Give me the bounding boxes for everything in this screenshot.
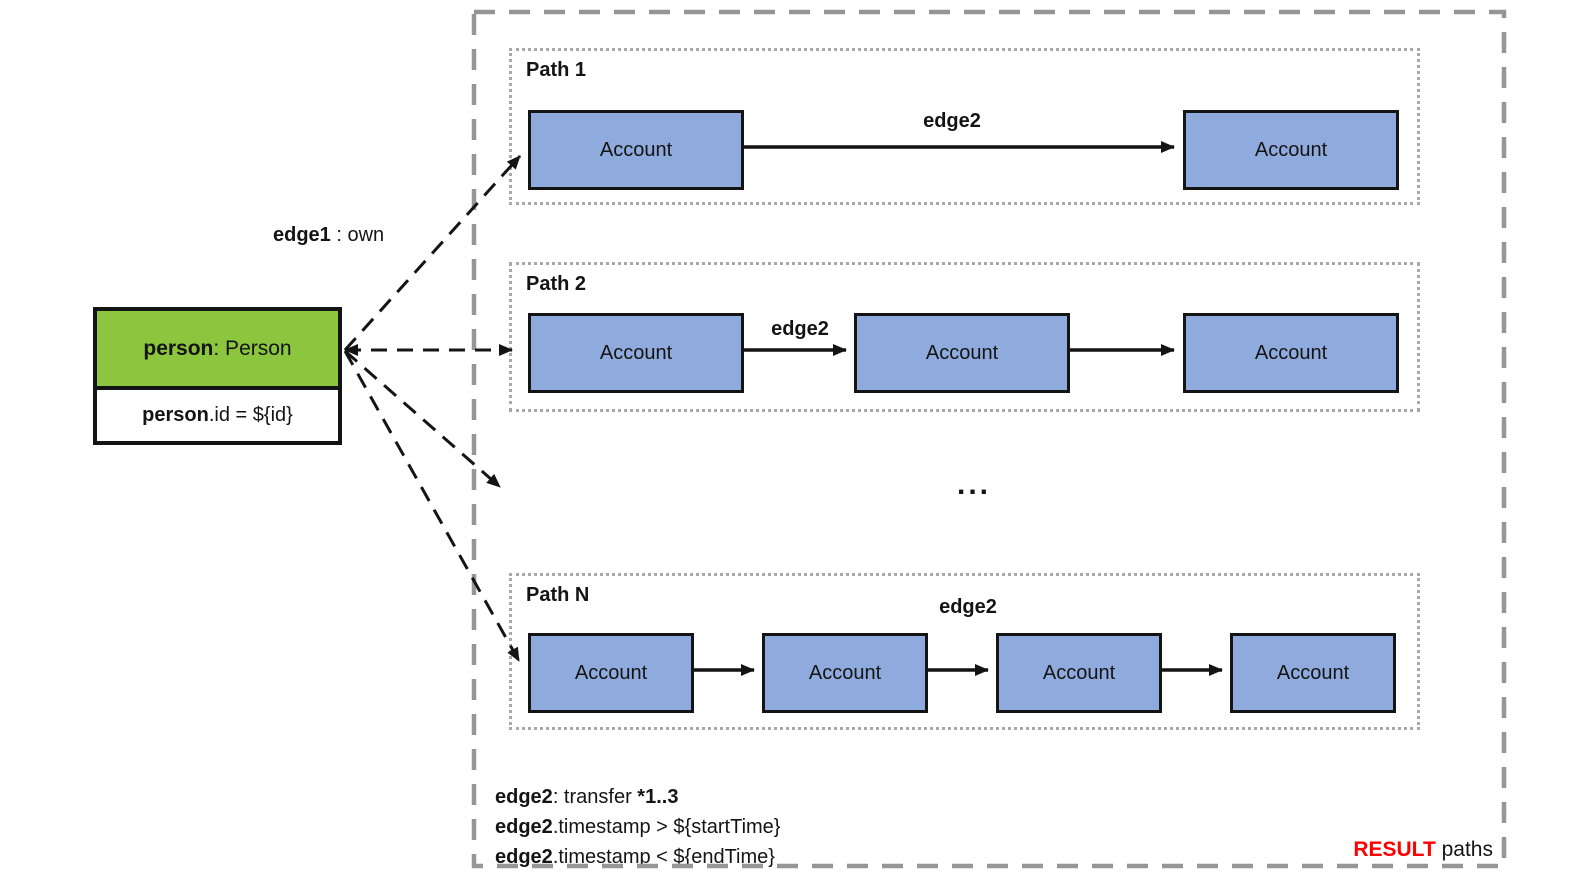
account-node: Account (854, 313, 1070, 393)
edge2-name: edge2 (495, 816, 553, 838)
person-node: person : Person person.id = ${id} (93, 307, 342, 445)
path-1-label: Path 1 (526, 59, 587, 81)
edge1-type: : own (330, 224, 385, 246)
edge2-name: edge2 (495, 786, 553, 808)
account-node: Account (1230, 633, 1396, 713)
edge2-constraint-text: .timestamp < ${endTime} (552, 846, 775, 868)
edge2-label-path2: edge2 (771, 318, 829, 340)
person-node-title: person : Person (97, 311, 338, 390)
edge2-constraint-line: edge2.timestamp > ${startTime} (495, 812, 781, 842)
edge1-label: edge1 : own (273, 224, 384, 247)
edge2-constraints: edge2: transfer *1..3 edge2.timestamp > … (495, 782, 781, 872)
dashed-arrow-person-to-pathN (343, 350, 521, 662)
account-node: Account (528, 110, 744, 190)
edge2-label-pathN: edge2 (939, 596, 997, 618)
person-constraint-expression: .id = ${id} (208, 404, 293, 426)
edge1-name: edge1 (273, 224, 331, 246)
person-constraint-variable: person (142, 404, 209, 426)
path-n-label: Path N (526, 584, 590, 606)
result-label: RESULT paths (1353, 838, 1493, 862)
edge2-label-path1: edge2 (923, 110, 981, 132)
path-2-label: Path 2 (526, 273, 587, 295)
dashed-arrow-person-to-ellipsis (344, 349, 501, 489)
paths-ellipsis: ... (956, 468, 992, 501)
edge2-constraint-text: : transfer (552, 786, 638, 808)
person-type-label: : Person (213, 336, 292, 360)
person-id-constraint: person.id = ${id} (97, 390, 338, 441)
dashed-arrow-person-to-path1 (343, 154, 522, 352)
edge2-constraint-line: edge2: transfer *1..3 (495, 782, 781, 812)
edge2-repeat-quantifier: *1..3 (637, 786, 679, 808)
person-variable-name: person (143, 336, 214, 360)
account-node: Account (1183, 313, 1399, 393)
account-node: Account (1183, 110, 1399, 190)
path-2-panel: Path 2 Account Account Account (509, 262, 1420, 412)
account-node: Account (528, 633, 694, 713)
edge2-constraint-line: edge2.timestamp < ${endTime} (495, 842, 781, 872)
account-node: Account (762, 633, 928, 713)
result-keyword: RESULT (1353, 838, 1436, 861)
edge2-name: edge2 (495, 846, 553, 868)
account-node: Account (528, 313, 744, 393)
edge2-constraint-text: .timestamp > ${startTime} (552, 816, 781, 838)
result-paths-text: paths (1435, 838, 1493, 861)
account-node: Account (996, 633, 1162, 713)
